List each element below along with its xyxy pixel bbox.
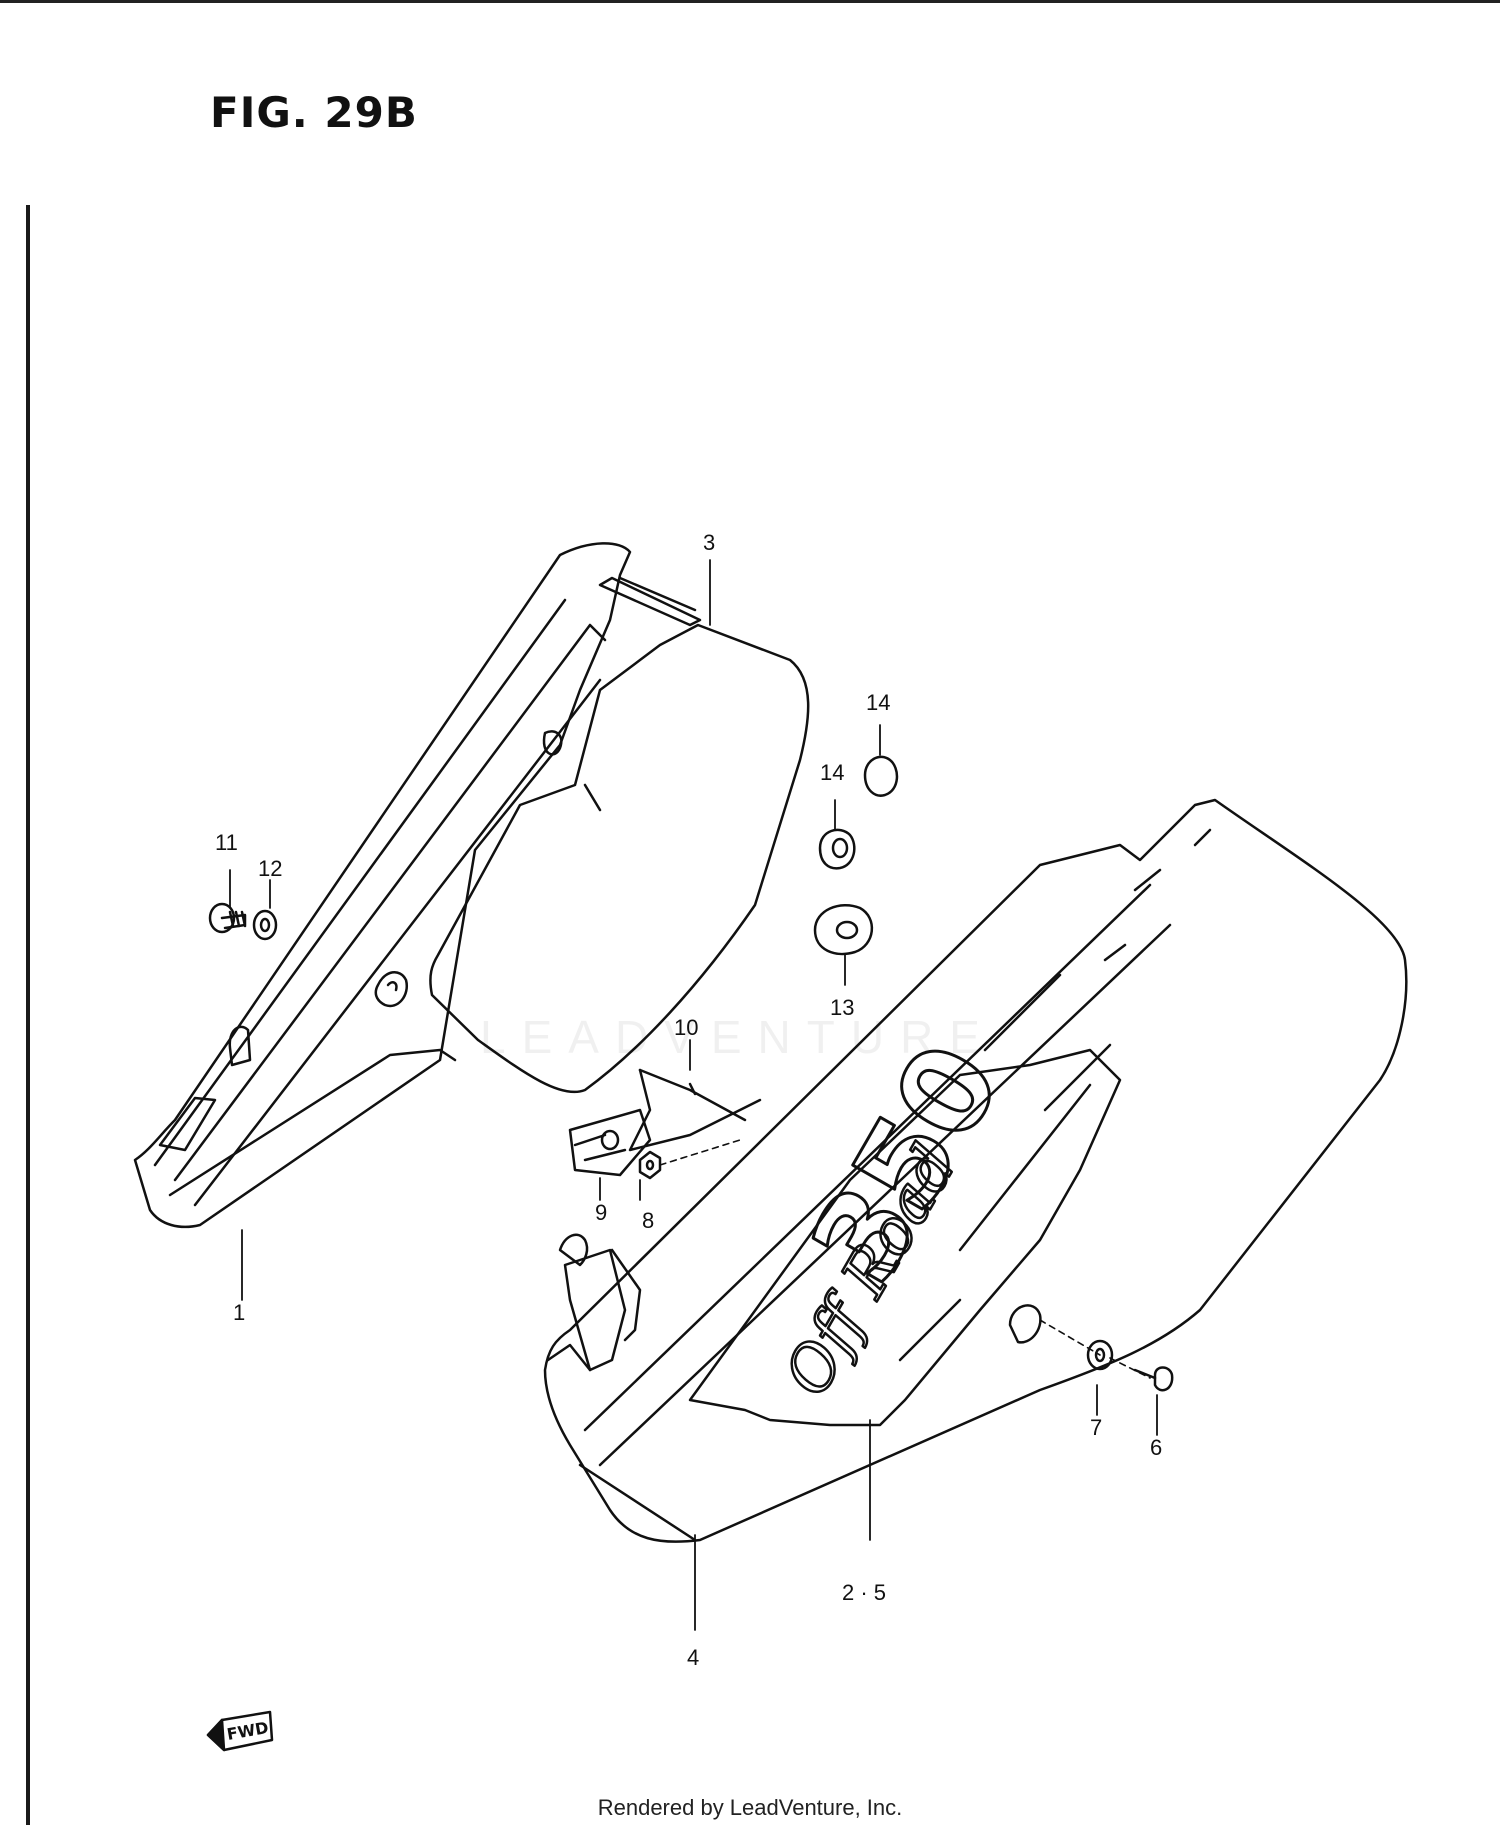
callout-7: 7 xyxy=(1090,1415,1102,1440)
callout-12: 12 xyxy=(258,856,282,881)
watermark-text: LEADVENTURE xyxy=(480,1011,996,1063)
callout-8: 8 xyxy=(642,1208,654,1233)
callout-9: 9 xyxy=(595,1200,607,1225)
footer-credit: Rendered by LeadVenture, Inc. xyxy=(597,1795,903,1820)
callout-4: 4 xyxy=(687,1645,699,1670)
leader-lines xyxy=(229,559,1158,1631)
callout-11: 11 xyxy=(215,830,238,855)
callout-14-lower: 14 xyxy=(820,760,844,785)
grommet-14-upper xyxy=(863,755,899,797)
bolt-11 xyxy=(208,902,247,934)
left-border xyxy=(26,205,30,1825)
inner-panel xyxy=(374,623,810,1094)
callout-3: 3 xyxy=(703,530,715,555)
bracket-9 xyxy=(568,1108,652,1177)
washer-7 xyxy=(1086,1339,1114,1371)
right-frame-cover xyxy=(543,798,1408,1543)
grommet-13 xyxy=(813,903,874,956)
grommet-14-lower xyxy=(818,828,856,870)
top-border xyxy=(0,0,1500,3)
callout-13: 13 xyxy=(830,995,854,1020)
figure-title: FIG. 29B xyxy=(210,88,418,137)
clip-10 xyxy=(628,1068,762,1152)
callout-14-upper: 14 xyxy=(866,690,890,715)
left-frame-cover xyxy=(133,542,702,1229)
washer-12 xyxy=(252,909,278,941)
bolt-6 xyxy=(1133,1366,1174,1392)
callout-10: 10 xyxy=(674,1015,698,1040)
assembly-lines xyxy=(659,1139,1151,1379)
callout-6: 6 xyxy=(1150,1435,1162,1460)
callout-2-5: 2 · 5 xyxy=(842,1580,886,1605)
callout-1: 1 xyxy=(233,1300,245,1325)
grommet-right xyxy=(1008,1304,1042,1344)
nut-8 xyxy=(638,1150,662,1180)
fwd-arrow-icon xyxy=(206,1710,274,1752)
